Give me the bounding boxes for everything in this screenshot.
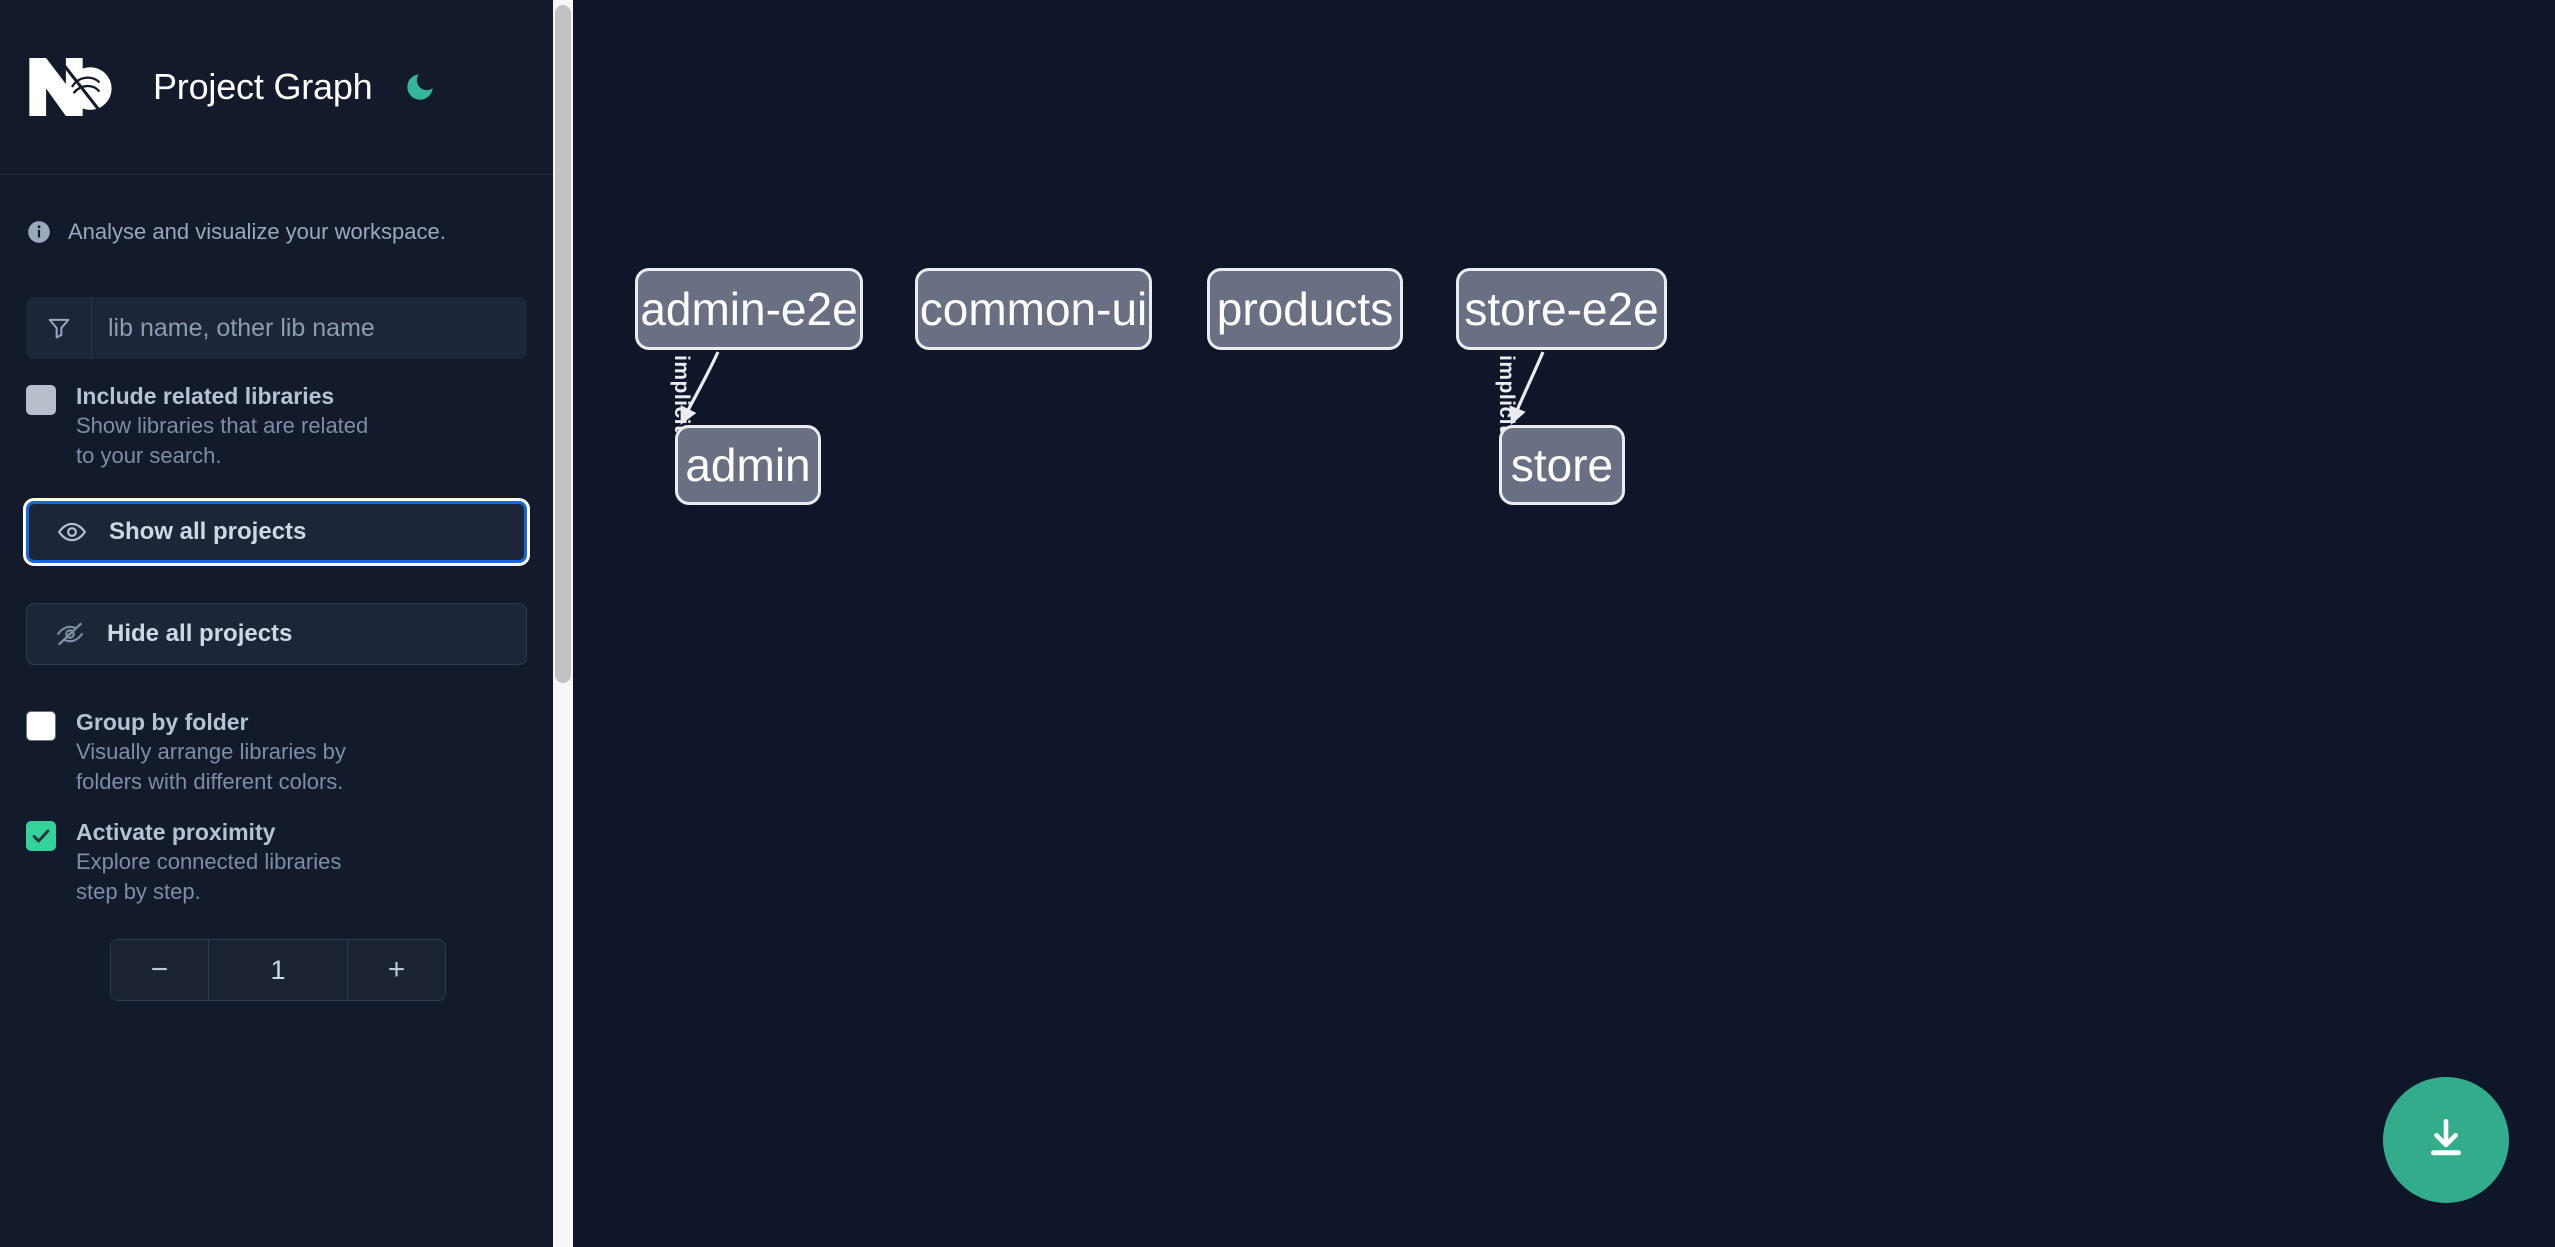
project-visibility-buttons: Show all projects Hide all projects (0, 471, 553, 665)
page-title: Project Graph (153, 66, 373, 107)
graph-canvas[interactable]: implicit implicit admin-e2e common-ui pr… (553, 0, 2555, 1247)
download-graph-button[interactable] (2383, 1077, 2509, 1203)
hide-all-projects-label: Hide all projects (107, 620, 293, 647)
option-description: Show libraries that are related to your … (76, 413, 369, 468)
option-description: Explore connected libraries step by step… (76, 849, 342, 904)
info-icon (26, 219, 52, 245)
graph-node-common-ui[interactable]: common-ui (915, 268, 1152, 350)
funnel-icon (26, 297, 92, 359)
tagline-text: Analyse and visualize your workspace. (68, 219, 446, 244)
option-description: Visually arrange libraries by folders wi… (76, 739, 346, 794)
check-icon (32, 829, 50, 843)
proximity-stepper[interactable]: − 1 + (110, 939, 446, 1001)
graph-node-products[interactable]: products (1207, 268, 1403, 350)
search-input[interactable] (92, 297, 527, 359)
sidebar-scrollbar-thumb[interactable] (555, 5, 571, 683)
show-all-projects-label: Show all projects (109, 518, 307, 545)
option-label: Include related libraries (76, 383, 335, 409)
graph-edges (680, 351, 1545, 425)
proximity-decrement-button[interactable]: − (111, 940, 209, 1000)
option-label: Activate proximity (76, 819, 276, 845)
activate-proximity-checkbox[interactable] (26, 821, 56, 851)
option-texts: Activate proximity Explore connected lib… (76, 817, 376, 907)
download-icon (2421, 1114, 2471, 1167)
option-include-related-libraries[interactable]: Include related libraries Show libraries… (0, 359, 553, 471)
include-related-libraries-checkbox[interactable] (26, 385, 56, 415)
sidebar: Project Graph Analyse and visualize your… (0, 0, 553, 1247)
option-activate-proximity[interactable]: Activate proximity Explore connected lib… (0, 797, 553, 907)
sidebar-tagline: Analyse and visualize your workspace. (0, 175, 553, 245)
graph-node-admin-e2e[interactable]: admin-e2e (635, 268, 863, 350)
option-group-by-folder[interactable]: Group by folder Visually arrange librari… (0, 665, 553, 797)
graph-node-store[interactable]: store (1499, 425, 1625, 505)
graph-node-admin[interactable]: admin (675, 425, 821, 505)
option-texts: Include related libraries Show libraries… (76, 381, 376, 471)
filter-search-box[interactable] (26, 297, 527, 359)
show-all-projects-button[interactable]: Show all projects (26, 501, 527, 563)
graph-node-store-e2e[interactable]: store-e2e (1456, 268, 1667, 350)
sidebar-header: Project Graph (0, 0, 553, 175)
edge-label-store-implicit: implicit (1495, 355, 1518, 433)
proximity-increment-button[interactable]: + (347, 940, 445, 1000)
eye-off-icon (55, 619, 85, 649)
proximity-value: 1 (209, 940, 347, 1000)
nx-logo-icon (26, 55, 118, 119)
hide-all-projects-button[interactable]: Hide all projects (26, 603, 527, 665)
group-by-folder-checkbox[interactable] (26, 711, 56, 741)
moon-icon[interactable] (399, 66, 441, 108)
eye-icon (57, 517, 87, 547)
option-label: Group by folder (76, 709, 249, 735)
edge-label-admin-implicit: implicit (670, 355, 693, 433)
option-texts: Group by folder Visually arrange librari… (76, 707, 376, 797)
